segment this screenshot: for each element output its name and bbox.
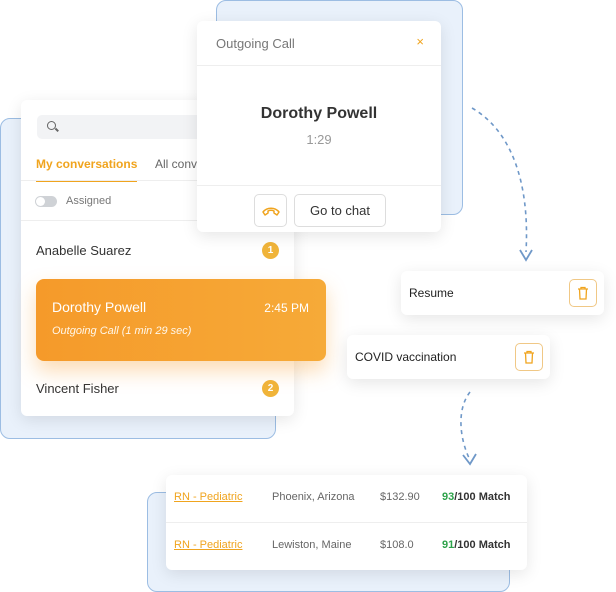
conversation-time: 2:45 PM: [264, 301, 309, 315]
match-score-suffix: /100 Match: [454, 539, 511, 551]
file-label: Resume: [409, 286, 454, 300]
job-matches-table: RN - Pediatric Phoenix, Arizona $132.90 …: [166, 475, 527, 570]
call-timer: 1:29: [306, 132, 332, 147]
conversation-item-vincent[interactable]: Vincent Fisher 2: [21, 368, 294, 408]
divider: [21, 220, 294, 221]
match-score-value: 93: [442, 491, 455, 503]
divider: [166, 522, 527, 523]
delete-file-button[interactable]: [515, 343, 543, 371]
file-resume[interactable]: Resume: [401, 271, 604, 315]
job-title-link[interactable]: RN - Pediatric: [174, 539, 243, 551]
trash-icon: [578, 286, 588, 300]
job-pay: $132.90: [380, 491, 420, 503]
hang-up-button[interactable]: [254, 194, 287, 227]
caller-name: Dorothy Powell: [260, 105, 378, 122]
job-location: Phoenix, Arizona: [272, 491, 355, 503]
job-title-link[interactable]: RN - Pediatric: [174, 491, 243, 503]
conversation-item-dorothy-active[interactable]: Dorothy Powell 2:45 PM Outgoing Call (1 …: [36, 279, 326, 361]
assigned-label: Assigned: [66, 195, 112, 207]
arrow-head-jobs: [462, 453, 477, 466]
arrow-head-resume: [519, 249, 533, 262]
divider: [197, 65, 441, 66]
close-icon[interactable]: ×: [416, 34, 424, 49]
job-pay: $108.0: [380, 539, 414, 551]
match-score: 91/100 Match: [442, 539, 511, 551]
match-score: 93/100 Match: [442, 491, 511, 503]
conversation-status: Outgoing Call (1 min 29 sec): [52, 325, 192, 337]
assigned-toggle[interactable]: [35, 196, 57, 207]
conversation-name: Anabelle Suarez: [36, 243, 132, 258]
divider: [197, 185, 441, 186]
tab-my-conversations[interactable]: My conversations: [36, 157, 138, 182]
divider: [21, 180, 294, 181]
match-score-suffix: /100 Match: [454, 491, 511, 503]
arrow-to-resume: [471, 107, 528, 253]
delete-file-button[interactable]: [569, 279, 597, 307]
table-row[interactable]: RN - Pediatric Phoenix, Arizona $132.90 …: [166, 475, 527, 522]
search-icon: [47, 121, 56, 130]
trash-icon: [524, 350, 534, 364]
conversation-name: Vincent Fisher: [36, 381, 119, 396]
table-row[interactable]: RN - Pediatric Lewiston, Maine $108.0 91…: [166, 523, 527, 570]
conversation-item-anabelle[interactable]: Anabelle Suarez 1: [21, 230, 294, 270]
job-location: Lewiston, Maine: [272, 539, 352, 551]
outgoing-call-dialog: Outgoing Call × Dorothy Powell 1:29 Go t…: [197, 21, 441, 232]
match-score-value: 91: [442, 539, 455, 551]
file-label: COVID vaccination: [355, 350, 457, 364]
go-to-chat-button[interactable]: Go to chat: [294, 194, 386, 227]
unread-badge: 1: [262, 242, 279, 259]
dialog-title: Outgoing Call: [216, 36, 295, 51]
tab-all-conversations[interactable]: All conv: [155, 157, 198, 171]
file-covid-vaccination[interactable]: COVID vaccination: [347, 335, 550, 379]
unread-badge: 2: [262, 380, 279, 397]
hang-up-icon: [261, 207, 280, 216]
arrow-to-jobs: [460, 391, 471, 461]
conversation-name: Dorothy Powell: [52, 299, 147, 315]
